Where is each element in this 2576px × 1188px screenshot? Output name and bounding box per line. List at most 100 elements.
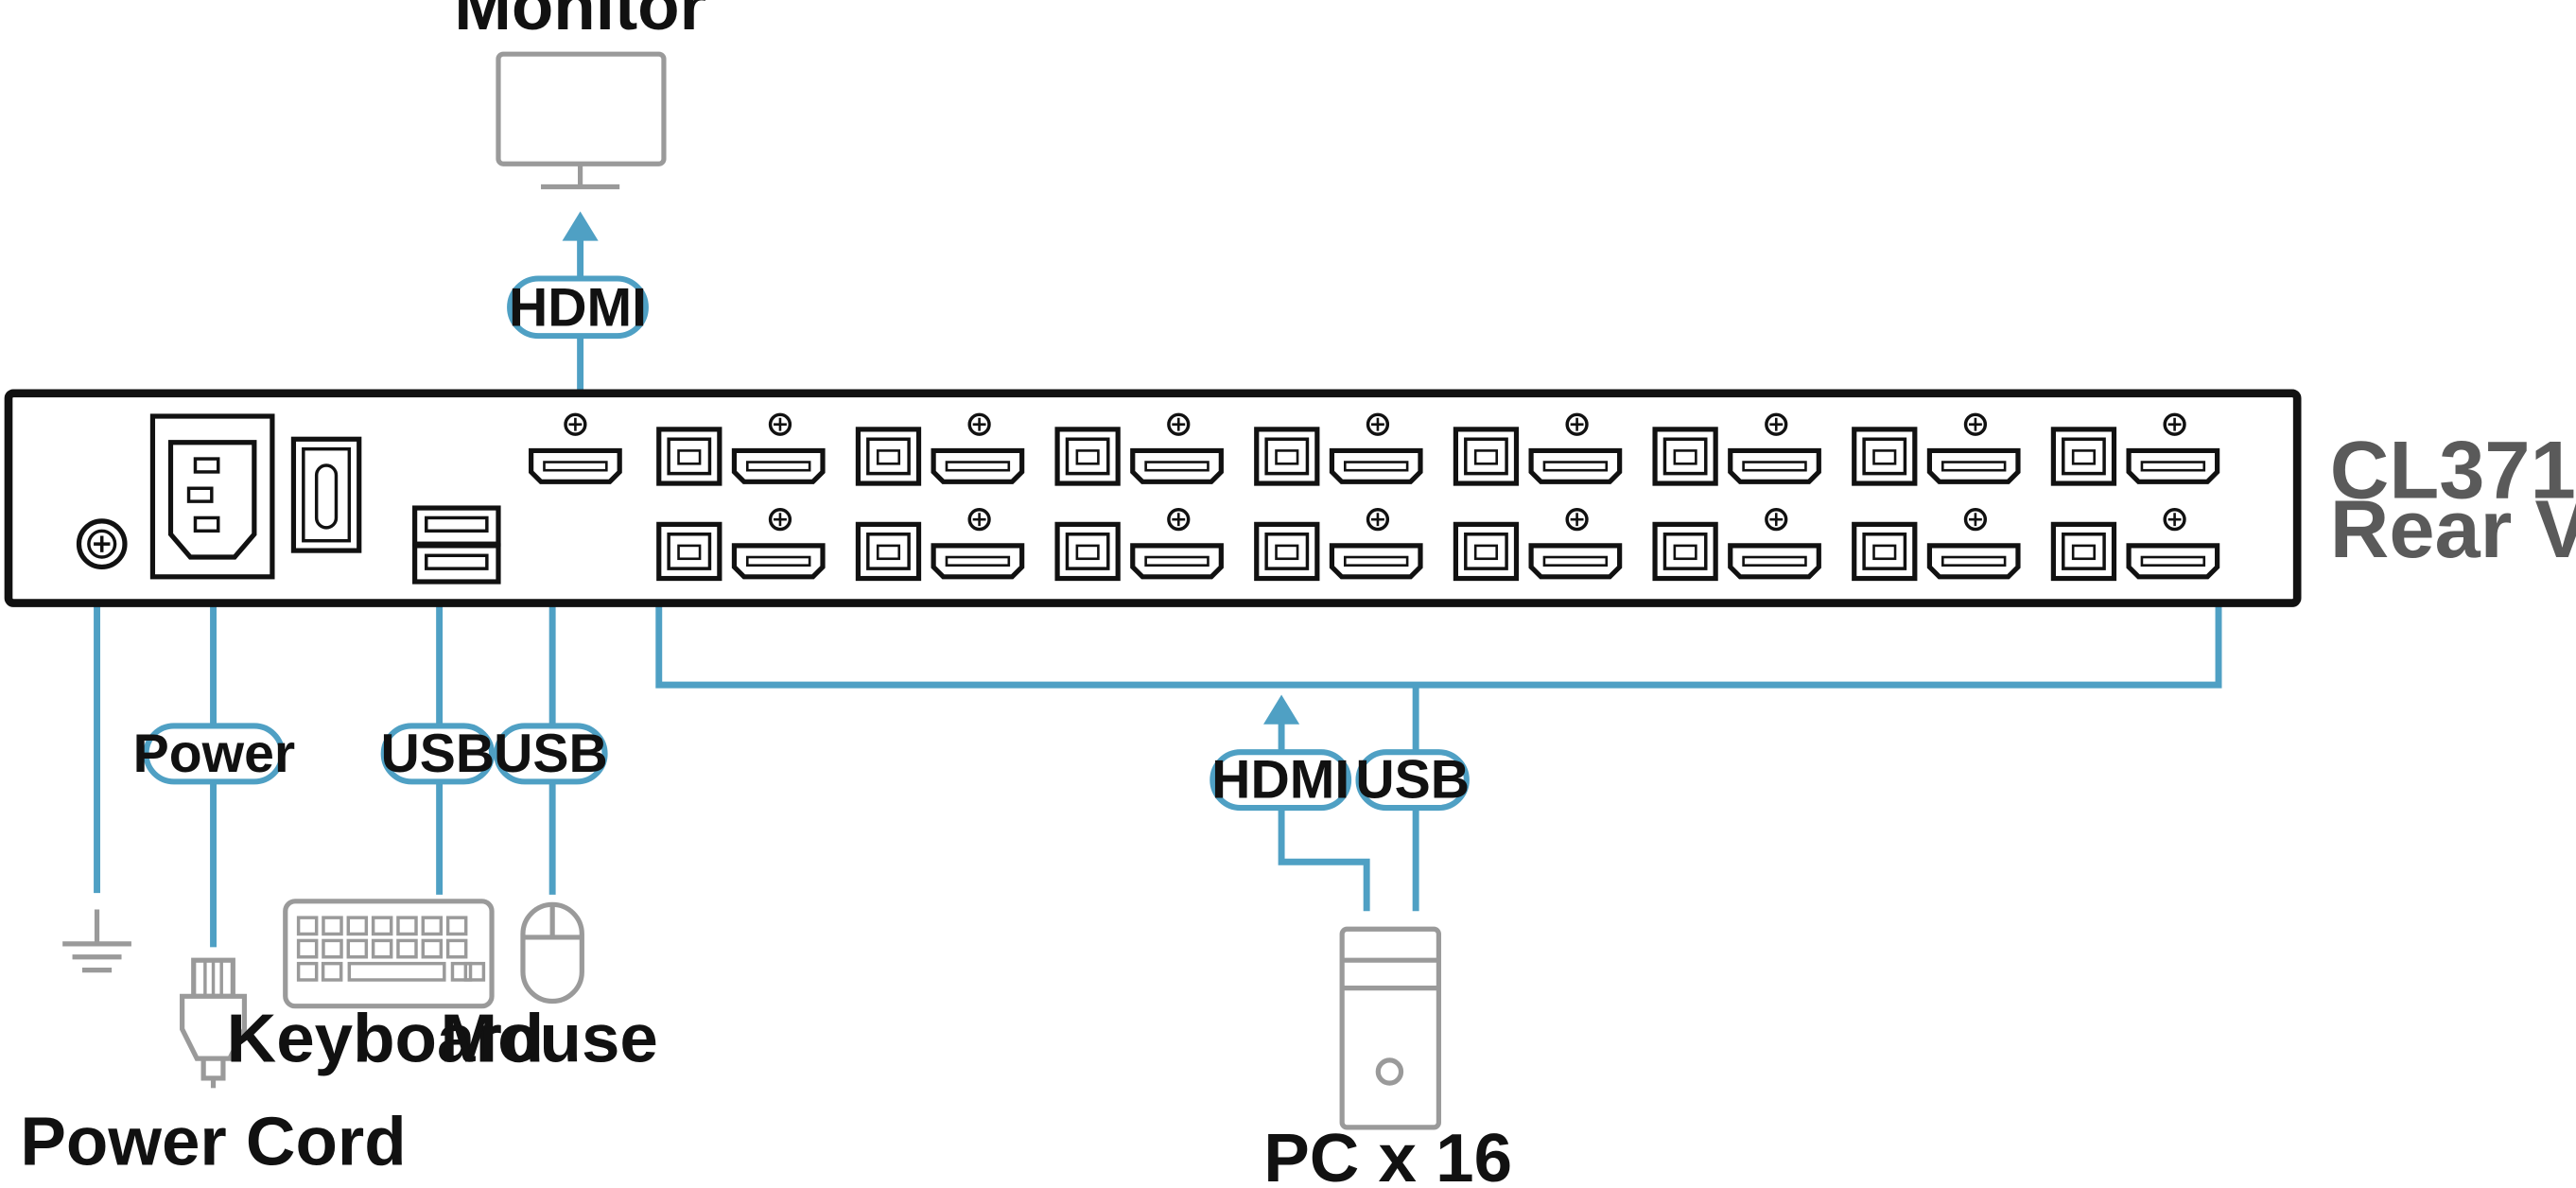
hdmi-port-icon [1130,543,1224,580]
hdmi-screw-icon [2163,412,2186,436]
cable-label-text: HDMI [509,278,647,339]
hdmi-port-icon [1528,543,1623,580]
keyboard-key [463,961,486,982]
usb-b-port-icon [656,521,722,582]
computer-port-16 [2050,508,2220,582]
keyboard-key [421,916,444,936]
keyboard-icon [283,899,495,1009]
keyboard-key [445,916,468,936]
hdmi-port-icon [731,447,826,484]
hdmi-screw-icon [768,508,792,532]
hdmi-port-icon [931,447,1025,484]
computer-port-12 [1254,508,1423,582]
pc-hdmi-arrow-icon [1263,694,1300,725]
hdmi-port-icon [2126,447,2220,484]
hdmi-screw-icon [1366,412,1390,436]
usb-b-port-icon [1652,427,1718,486]
usb-b-port-icon [1453,521,1520,582]
mouse-icon [520,901,584,1005]
usb-b-port-icon [2050,427,2117,486]
hdmi-screw-icon [1963,412,1988,436]
keyboard-key [396,938,418,959]
computer-port-2 [855,412,1025,486]
power-switch-icon [290,436,362,553]
computer-port-14 [1652,508,1821,582]
keyboard-key [322,938,343,959]
computer-port-9 [656,508,826,582]
cable-label-text: USB [1355,750,1470,811]
keyboard-key [296,961,319,982]
hdmi-port-icon [1926,543,2021,580]
keyboard-key [347,961,446,982]
keyboard-key [396,916,418,936]
hdmi-port-icon [1329,543,1423,580]
usb-b-port-icon [1054,427,1121,486]
console-usb-port-bottom [412,543,501,585]
cable-label-text: Power [133,724,296,784]
kvm-switch-rear-panel [4,389,2302,607]
usb-b-port-icon [1453,427,1520,486]
hdmi-screw-icon [2163,508,2186,532]
cable-label-monitor-hdmi: HDMI [507,275,649,340]
usb-b-port-icon [1652,521,1718,582]
cable-arrows [562,211,1300,725]
keyboard-key [296,916,319,936]
pc-label: PC x 16 [1263,1120,1512,1188]
keyboard-key [321,961,343,982]
hdmi-screw-icon [1167,508,1191,532]
computer-port-10 [855,508,1025,582]
hdmi-screw-icon [967,508,991,532]
usb-b-port-icon [1254,521,1320,582]
usb-b-port-icon [656,427,722,486]
monitor-label: Monitor [454,0,706,44]
cable-label-power: Power [133,723,296,785]
hdmi-port-icon [2126,543,2220,580]
mouse-label: Mouse [440,1001,657,1077]
hdmi-screw-icon [1565,508,1589,532]
power-plug-icon [180,957,248,1089]
hdmi-screw-icon [1366,508,1390,532]
hdmi-screw-icon [1963,508,1988,532]
hdmi-screw-icon [1765,412,1788,436]
hdmi-screw-icon [1765,508,1788,532]
cable-label-text: USB [494,724,608,784]
console-usb-ports [412,505,501,585]
model-name: CL3716 [2330,426,2576,516]
computer-port-13 [1453,508,1623,582]
pc-tower-icon [1339,926,1441,1130]
keyboard-key [371,916,393,936]
hdmi-port-icon [1528,447,1623,484]
hdmi-screw-icon [1565,412,1589,436]
computer-port-1 [656,412,826,486]
console-hdmi-port [529,412,622,484]
model-view-label: Rear View [2330,484,2576,575]
usb-b-port-icon [1852,427,1918,486]
cable-label-keyboard-usb: USB [381,723,496,785]
keyboard-key [322,916,343,936]
usb-b-port-icon [2050,521,2117,582]
power-inlet-icon [149,413,275,580]
usb-b-port-icon [855,521,922,582]
hdmi-port-icon [1926,447,2021,484]
usb-b-port-icon [855,427,922,486]
monitor-icon [496,51,667,190]
computer-port-4 [1254,412,1423,486]
cable-label-text: USB [381,724,496,784]
computer-port-7 [1852,412,2021,486]
keyboard-key [346,938,369,959]
keyboard-key [445,938,468,959]
cable-label-pc-usb: USB [1355,749,1470,812]
cable-label-pc-hdmi: HDMI [1210,749,1352,812]
keyboard-key [296,938,319,959]
ground-screw-icon [76,518,128,570]
hdmi-screw-icon [967,412,991,436]
computer-port-5 [1453,412,1623,486]
keyboard-key [450,961,473,982]
hdmi-port-icon [1728,543,1821,580]
power-cord-label: Power Cord [20,1104,406,1180]
hdmi-port-icon [1329,447,1423,484]
computer-port-6 [1652,412,1821,486]
hdmi-screw-icon [1167,412,1191,436]
cable-label-text: HDMI [1211,750,1349,811]
